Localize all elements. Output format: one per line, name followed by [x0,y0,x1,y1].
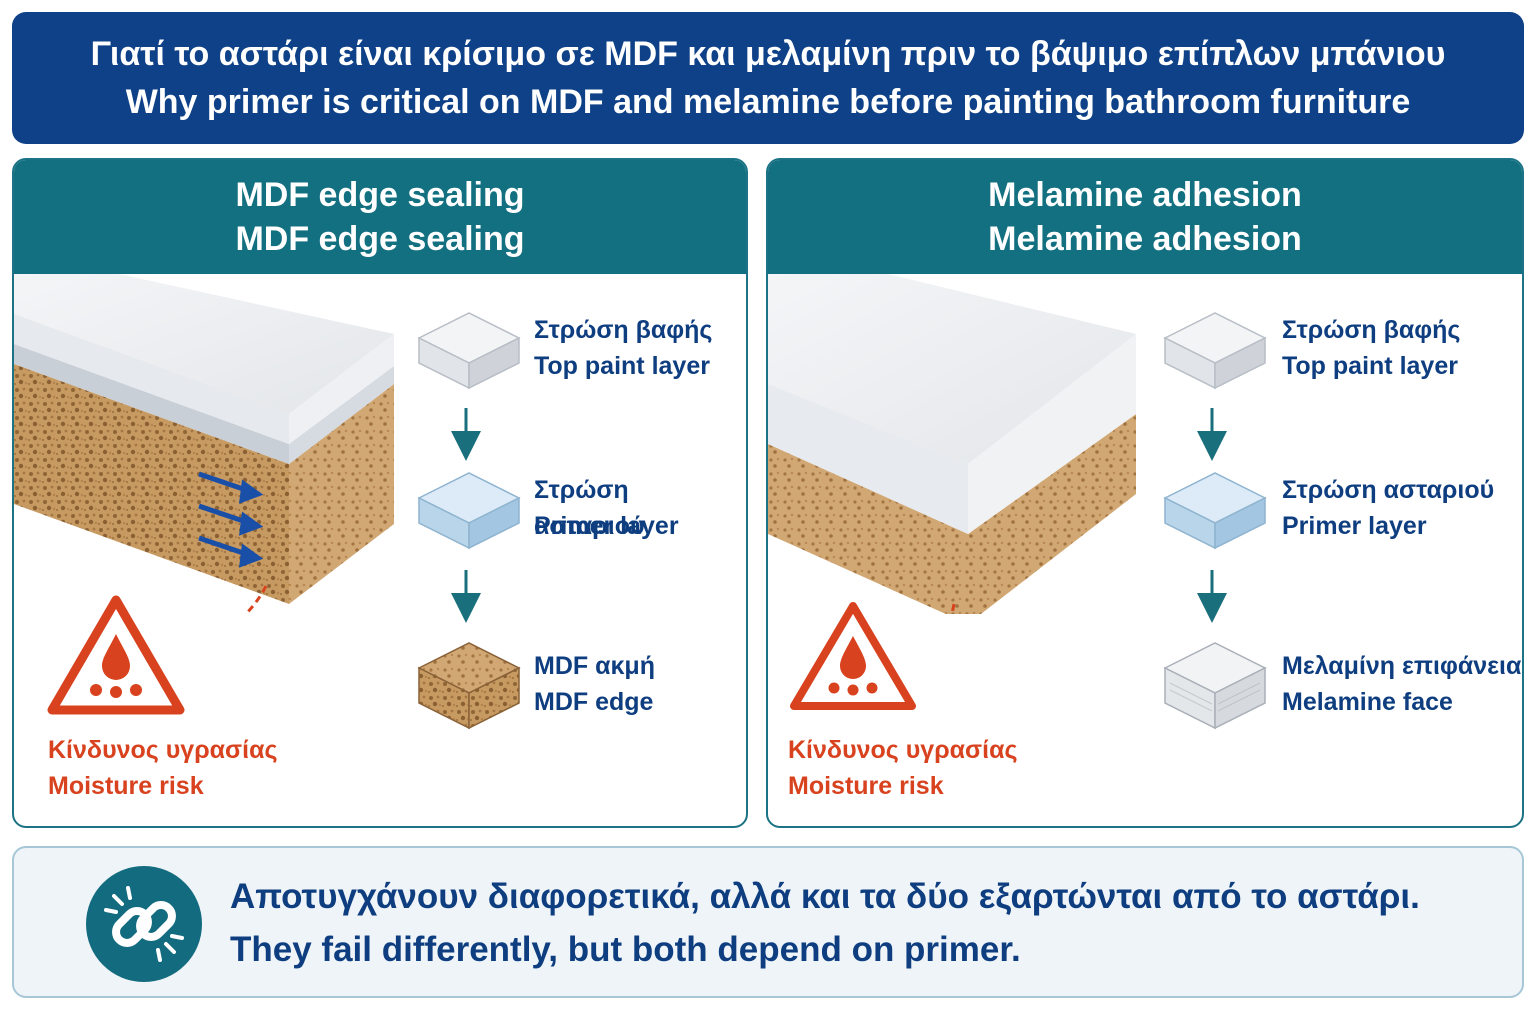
melamine-primer-label-english: Primer layer [1282,512,1427,540]
mdf-edge-label-english: MDF edge [534,688,654,716]
primer-layer-cube-icon [1163,472,1267,550]
melamine-board-illustration [768,274,1136,614]
mdf-edge-cube-icon [417,642,521,730]
header-banner: Γιατί το αστάρι είναι κρίσιμο σε MDF και… [12,12,1524,144]
primer-layer-cube-icon [417,472,521,550]
melamine-adhesion-panel: Melamine adhesion Melamine adhesion Κίνδ… [766,158,1524,828]
footer-text-greek: Αποτυγχάνουν διαφορετικά, αλλά και τα δύ… [230,877,1420,916]
melamine-layer-stack [1163,312,1267,730]
melamine-paint-label-greek: Στρώση βαφής [1282,316,1461,344]
melamine-face-cube-icon [1163,642,1267,730]
mdf-moisture-risk-english: Moisture risk [48,772,204,800]
melamine-face-label-greek: Μελαμίνη επιφάνεια [1282,652,1522,680]
mdf-panel-header: MDF edge sealing MDF edge sealing [14,160,746,274]
paint-layer-cube-icon [417,312,521,390]
mdf-panel-title-line1: MDF edge sealing [235,176,525,214]
footer-text-english: They fail differently, but both depend o… [230,930,1021,969]
moisture-warning-icon [47,595,185,715]
mdf-panel-title-line2: MDF edge sealing [235,220,525,258]
melamine-paint-label-english: Top paint layer [1282,352,1458,380]
melamine-moisture-risk-greek: Κίνδυνος υγρασίας [788,736,1018,764]
melamine-panel-title-line2: Melamine adhesion [988,220,1302,258]
mdf-paint-label-english: Top paint layer [534,352,710,380]
mdf-moisture-risk-greek: Κίνδυνος υγρασίας [48,736,278,764]
melamine-panel-title-line1: Melamine adhesion [988,176,1302,214]
mdf-edge-label-greek: MDF ακμή [534,652,655,680]
footer-callout: Αποτυγχάνουν διαφορετικά, αλλά και τα δύ… [12,846,1524,998]
melamine-primer-label-greek: Στρώση ασταριού [1282,476,1495,504]
paint-layer-cube-icon [1163,312,1267,390]
broken-link-icon [86,866,202,982]
mdf-layer-stack [417,312,521,730]
mdf-board-illustration [14,274,394,614]
moisture-ingress-arrows [198,471,264,568]
melamine-moisture-risk-english: Moisture risk [788,772,944,800]
header-title-greek: Γιατί το αστάρι είναι κρίσιμο σε MDF και… [90,35,1446,73]
mdf-edge-panel: MDF edge sealing MDF edge sealing Κίνδυν… [12,158,748,828]
melamine-panel-header: Melamine adhesion Melamine adhesion [768,160,1522,274]
moisture-warning-icon [790,602,916,710]
mdf-primer-label-greek: Στρώση ασταριού [534,476,645,540]
melamine-face-label-english: Melamine face [1282,688,1453,716]
mdf-paint-label-greek: Στρώση βαφής [534,316,713,344]
footer-message: Αποτυγχάνουν διαφορετικά, αλλά και τα δύ… [230,870,1420,976]
header-title-english: Why primer is critical on MDF and melami… [125,83,1411,121]
mdf-primer-label-english: Primer layer [534,512,679,540]
